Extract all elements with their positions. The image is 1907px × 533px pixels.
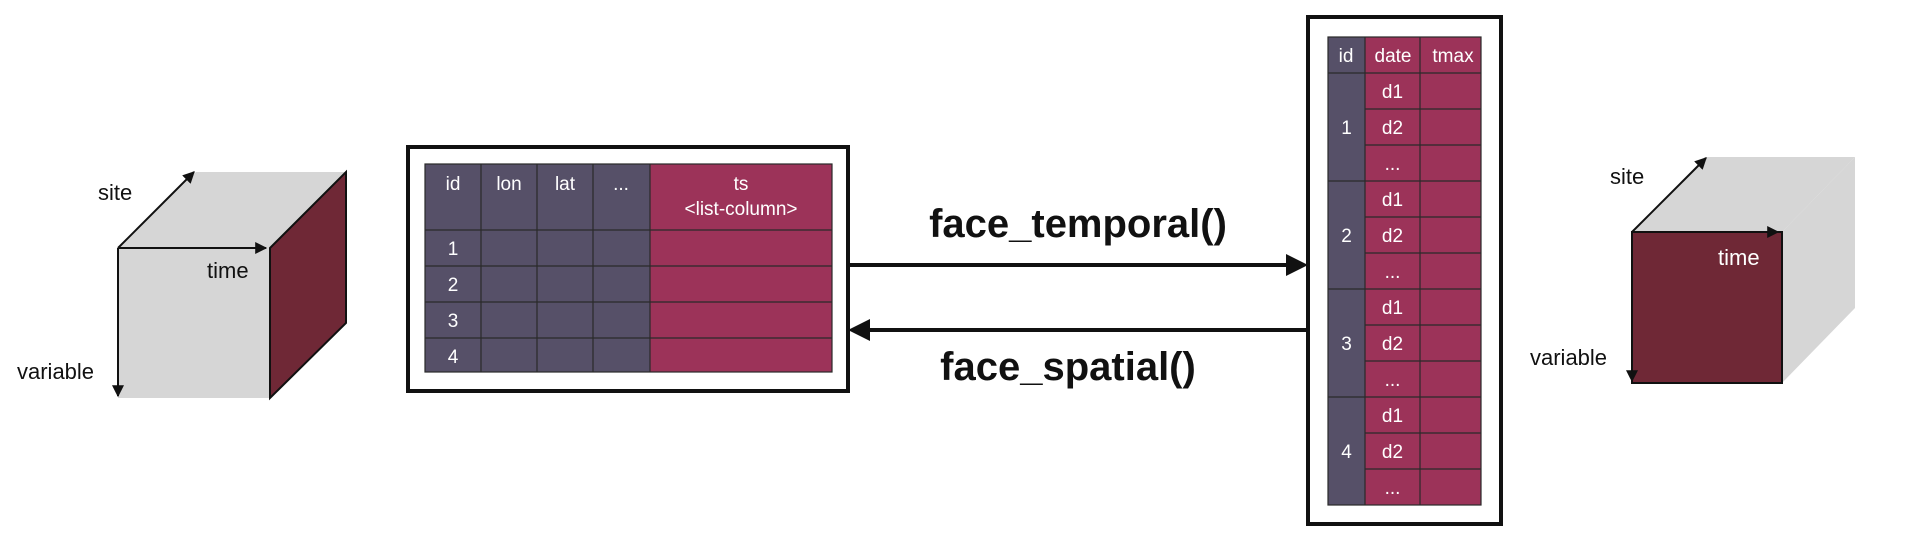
cube-right: site time variable <box>1530 157 1855 384</box>
spatial-header-lat: lat <box>555 174 576 195</box>
temporal-date-cell: d2 <box>1382 442 1403 463</box>
spatial-table-ts-block <box>650 164 832 372</box>
spatial-row-id: 4 <box>448 347 459 368</box>
cube-left: site time variable <box>17 169 347 401</box>
temporal-id-cell: 2 <box>1341 226 1352 247</box>
arrow-to-temporal-head <box>1286 254 1308 276</box>
spatial-table: id lon lat ... ts <list-column> 1 2 3 4 <box>406 145 850 393</box>
temporal-date-cell: d1 <box>1382 82 1403 103</box>
site-axis-arrow <box>1631 157 1707 233</box>
spatial-row-id: 3 <box>448 311 459 332</box>
variable-label: variable <box>1530 345 1607 370</box>
temporal-id-cell: 1 <box>1341 118 1352 139</box>
temporal-date-cell: d2 <box>1382 334 1403 355</box>
temporal-table-grid <box>1327 36 1482 506</box>
arrow-to-spatial-head <box>848 319 870 341</box>
temporal-date-cell: d1 <box>1382 406 1403 427</box>
cube-right-side-face <box>1782 157 1855 383</box>
cube-left-front-face <box>118 248 270 398</box>
spatial-header-id: id <box>446 174 461 195</box>
cube-left-side-face <box>269 169 347 401</box>
temporal-date-cell: ... <box>1385 478 1401 499</box>
site-label: site <box>1610 164 1644 189</box>
temporal-date-cell: ... <box>1385 370 1401 391</box>
spatial-header-ts: ts <box>734 174 749 195</box>
temporal-date-cell: d1 <box>1382 298 1403 319</box>
temporal-table-id-column <box>1328 37 1365 505</box>
spatial-row-id: 2 <box>448 275 459 296</box>
temporal-table-data-columns <box>1365 37 1481 505</box>
time-label: time <box>1718 245 1760 270</box>
time-label: time <box>207 258 249 283</box>
spatial-table-grid <box>424 163 833 373</box>
temporal-id-cell: 3 <box>1341 334 1352 355</box>
spatial-header-ts-type: <list-column> <box>685 199 798 220</box>
spatial-row-id: 1 <box>448 239 459 260</box>
temporal-date-cell: d1 <box>1382 190 1403 211</box>
temporal-date-cell: d2 <box>1382 118 1403 139</box>
temporal-table: id date tmax d1d2...1d1d2...2d1d2...3d1d… <box>1306 15 1503 526</box>
spatial-header-lon: lon <box>496 174 521 195</box>
site-label: site <box>98 180 132 205</box>
temporal-date-cell: d2 <box>1382 226 1403 247</box>
temporal-header-tmax: tmax <box>1432 46 1474 67</box>
temporal-date-cell: ... <box>1385 154 1401 175</box>
temporal-id-cell: 4 <box>1341 442 1352 463</box>
transform-arrows: face_temporal() face_spatial() <box>848 202 1308 389</box>
face-temporal-label: face_temporal() <box>929 202 1227 246</box>
face-spatial-label: face_spatial() <box>940 345 1196 389</box>
temporal-date-cell: ... <box>1385 262 1401 283</box>
site-axis-arrow <box>117 171 195 249</box>
spatial-header-ellipsis: ... <box>613 174 629 195</box>
variable-label: variable <box>17 359 94 384</box>
temporal-header-date: date <box>1375 46 1412 67</box>
temporal-header-id: id <box>1339 46 1354 67</box>
temporal-table-body: d1 d2... 1 d1 d2... 2 d1 d2... 3 d1 d2... 4 <box>1341 82 1403 499</box>
